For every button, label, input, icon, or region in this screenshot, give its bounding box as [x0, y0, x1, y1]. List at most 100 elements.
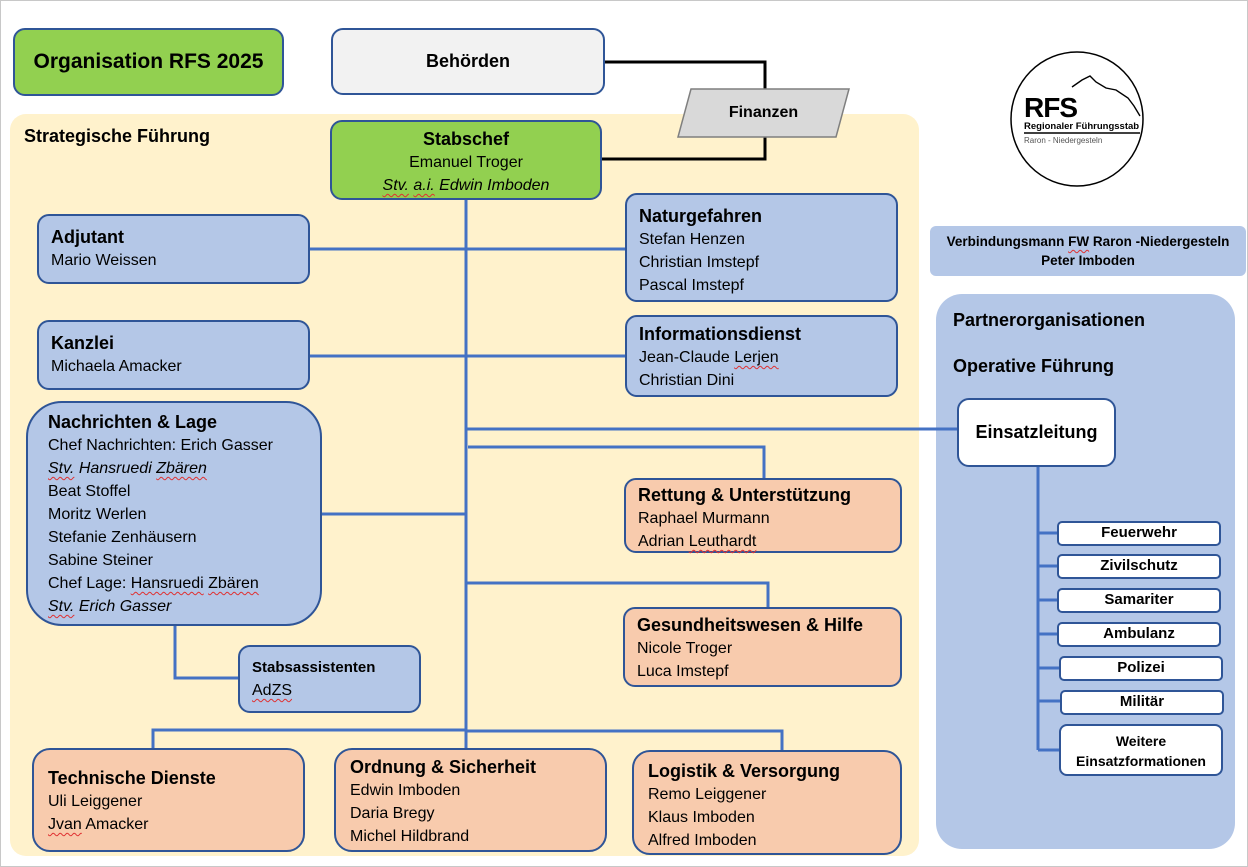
page-title-text: Organisation RFS 2025 — [33, 50, 264, 73]
unit-logistik-versorgung: Logistik & Versorgung Remo Leiggener Kla… — [632, 750, 902, 855]
unit-member: Luca Imstepf — [637, 663, 729, 680]
logo-region: Raron - Niedergesteln — [1024, 136, 1103, 145]
unit-title: Ordnung & Sicherheit — [350, 757, 537, 777]
partner-org-samariter: Samariter — [1057, 588, 1221, 613]
deputy-first: Hansruedi — [78, 460, 152, 477]
logo-abbreviation: RFS — [1024, 92, 1078, 123]
unit-member: Stefan Henzen — [639, 231, 745, 248]
chief-of-staff-deputy: Stv. a.i. Edwin Imboden — [332, 174, 600, 197]
unit-kanzlei: Kanzlei Michaela Amacker — [37, 320, 310, 390]
unit-member: Michel Hildbrand — [350, 828, 470, 845]
partner-org-zivilschutz: Zivilschutz — [1057, 554, 1221, 579]
authorities-box: Behörden — [331, 28, 605, 95]
unit-member: Nicole Troger — [637, 640, 733, 657]
unit-stabsassistenten: Stabsassistenten AdZS — [238, 645, 421, 713]
chief-lage-last: Zbären — [208, 575, 259, 592]
unit-title: Adjutant — [51, 227, 124, 247]
member-last: Amacker — [85, 816, 149, 833]
unit-title: Gesundheitswesen & Hilfe — [637, 615, 864, 635]
unit-member: Jvan Amacker — [48, 813, 303, 836]
unit-deputy-1: Stv. Hansruedi Zbären — [48, 457, 320, 480]
partner-org-ambulanz: Ambulanz — [1057, 622, 1221, 647]
unit-member: Remo Leiggener — [648, 786, 767, 803]
unit-member: AdZS — [252, 682, 293, 699]
chief-of-staff-box: Stabschef Emanuel Troger Stv. a.i. Edwin… — [330, 120, 602, 200]
unit-naturgefahren: Naturgefahren Stefan Henzen Christian Im… — [625, 193, 898, 302]
deputy-name: Edwin Imboden — [439, 177, 550, 194]
deputy-prefix: Stv. — [48, 460, 75, 477]
deputy-prefix: Stv. — [382, 177, 409, 194]
liaison-role: Verbindungsmann FW Raron -Niedergesteln — [930, 232, 1246, 251]
member-first: Jean-Claude — [639, 349, 730, 366]
unit-title: Naturgefahren — [639, 206, 763, 226]
finance-parallelogram-shape — [677, 88, 850, 138]
unit-title: Technische Dienste — [48, 768, 216, 788]
unit-title: Kanzlei — [51, 333, 115, 353]
unit-nachrichten-lage: Nachrichten & Lage Chef Nachrichten: Eri… — [26, 401, 322, 626]
unit-technische-dienste: Technische Dienste Uli Leiggener Jvan Am… — [32, 748, 305, 852]
finance-box: Finanzen — [677, 88, 850, 138]
unit-member: Klaus Imboden — [648, 809, 755, 826]
deputy-interim: a.i. — [413, 177, 435, 194]
finance-label: Finanzen — [728, 104, 799, 121]
deputy-last: Zbären — [156, 460, 207, 477]
unit-member: Alfred Imboden — [648, 832, 757, 849]
unit-title: Stabsassistenten — [252, 659, 376, 676]
unit-adjutant: Adjutant Mario Weissen — [37, 214, 310, 284]
partner-org-feuerwehr: Feuerwehr — [1057, 521, 1221, 546]
unit-informationsdienst: Informationsdienst Jean-Claude Lerjen Ch… — [625, 315, 898, 397]
unit-member: Pascal Imstepf — [639, 277, 744, 294]
partner-org-militaer: Militär — [1060, 690, 1224, 715]
logo-circle-mountain-icon — [1010, 51, 1144, 187]
unit-ordnung-sicherheit: Ordnung & Sicherheit Edwin Imboden Daria… — [334, 748, 607, 852]
liaison-role-b: FW — [1068, 234, 1090, 249]
unit-deputy-2: Stv. Erich Gasser — [48, 595, 320, 618]
partner-org-weitere-line2: Einsatzformationen — [1076, 753, 1206, 769]
unit-member: Uli Leiggener — [48, 793, 143, 810]
unit-title: Logistik & Versorgung — [648, 761, 841, 781]
unit-rettung-unterstuetzung: Rettung & Unterstützung Raphael Murmann … — [624, 478, 902, 553]
unit-gesundheitswesen-hilfe: Gesundheitswesen & Hilfe Nicole Troger L… — [623, 607, 902, 687]
unit-title: Informationsdienst — [639, 324, 802, 344]
unit-member: Moritz Werlen — [48, 506, 147, 523]
command-label: Einsatzleitung — [975, 422, 1098, 442]
unit-member: Adrian Leuthardt — [638, 530, 900, 553]
deputy-prefix: Stv. — [48, 598, 75, 615]
deputy-name: Erich Gasser — [78, 598, 172, 615]
unit-member: Daria Bregy — [350, 805, 435, 822]
unit-member: Raphael Murmann — [638, 510, 770, 527]
member-first: Adrian — [638, 533, 685, 550]
chief-lage-first: Hansruedi — [130, 575, 204, 592]
liaison-role-a: Verbindungsmann — [946, 234, 1065, 249]
member-first: Jvan — [48, 816, 82, 833]
unit-member: Edwin Imboden — [350, 782, 461, 799]
authorities-label: Behörden — [425, 51, 510, 71]
operative-leadership-label: Operative Führung — [953, 356, 1115, 376]
partner-org-polizei: Polizei — [1059, 656, 1223, 681]
chief-of-staff-name: Emanuel Troger — [409, 154, 523, 171]
partner-org-weitere: Weitere Einsatzformationen — [1059, 724, 1223, 776]
unit-member: Beat Stoffel — [48, 483, 131, 500]
unit-chief-nachrichten: Chef Nachrichten: Erich Gasser — [48, 437, 273, 454]
unit-member: Christian Dini — [639, 372, 735, 389]
unit-chief-lage: Chef Lage: Hansruedi Zbären — [48, 572, 320, 595]
chief-lage-prefix: Chef Lage: — [48, 575, 127, 592]
rfs-logo: RFS Regionaler Führungsstab Raron - Nied… — [1010, 50, 1145, 188]
unit-member: Stefanie Zenhäusern — [48, 529, 197, 546]
liaison-role-c: Raron -Niedergesteln — [1092, 234, 1230, 249]
unit-member: Michaela Amacker — [51, 358, 182, 375]
page-title: Organisation RFS 2025 — [13, 28, 284, 96]
unit-title: Rettung & Unterstützung — [638, 485, 851, 505]
command-box-einsatzleitung: Einsatzleitung — [957, 398, 1116, 467]
unit-title: Nachrichten & Lage — [48, 412, 218, 432]
liaison-name: Peter Imboden — [1041, 253, 1135, 268]
unit-member: Christian Imstepf — [639, 254, 760, 271]
member-last: Lerjen — [734, 349, 779, 366]
liaison-box: Verbindungsmann FW Raron -Niedergesteln … — [930, 226, 1246, 276]
logo-name: Regionaler Führungsstab — [1024, 121, 1140, 132]
chief-of-staff-title: Stabschef — [422, 129, 510, 149]
unit-member: Mario Weissen — [51, 252, 157, 269]
partner-org-weitere-line1: Weitere — [1115, 733, 1167, 749]
member-last: Leuthardt — [688, 533, 757, 550]
partner-organizations-label: Partnerorganisationen — [953, 310, 1146, 330]
